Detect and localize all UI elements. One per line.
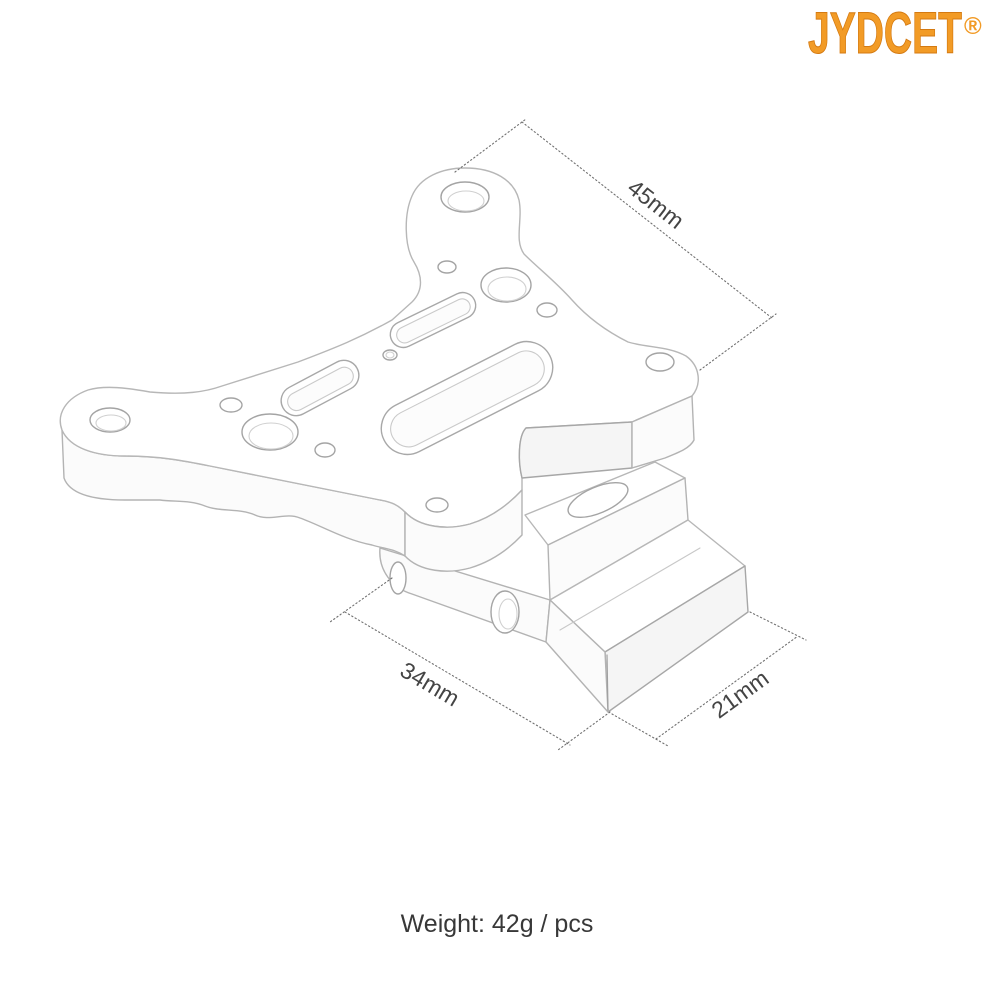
front-ear-hole	[425, 497, 449, 513]
right-ear-hole	[645, 352, 675, 372]
extension-line	[557, 711, 611, 751]
front-ear-side-face	[404, 489, 523, 572]
brand-logo-text: JYDCET	[808, 1, 962, 66]
threaded-hole-bore	[385, 351, 395, 359]
extension-line	[699, 313, 777, 371]
mounting-hole	[437, 260, 457, 274]
registered-mark: ®	[964, 13, 982, 40]
top-ear-hole	[440, 181, 490, 213]
block-surface-line	[559, 547, 701, 631]
mounting-hole-bore	[248, 422, 294, 450]
block-corner-edge	[606, 654, 609, 711]
mounting-hole-bore	[487, 276, 527, 302]
extension-line	[454, 118, 527, 173]
block-front-left-face	[545, 599, 609, 713]
slot-floor	[390, 350, 545, 448]
dimension-line	[344, 611, 571, 746]
right-ear-side-face	[631, 395, 695, 469]
weight-caption: Weight: 42g / pcs	[401, 910, 594, 938]
slot-floor	[396, 298, 471, 344]
mounting-hole	[219, 397, 243, 413]
plate-top-face	[59, 167, 699, 528]
part-drawing	[59, 167, 749, 713]
lower-block	[524, 461, 749, 713]
mounting-hole	[314, 442, 336, 458]
side-hole	[389, 561, 407, 595]
side-hole	[490, 590, 520, 634]
slot-small-lower	[280, 359, 360, 417]
left-ear-hole	[89, 407, 131, 433]
brand-logo: JYDCET ®	[808, 1, 983, 67]
extension-line	[329, 577, 393, 623]
slot-small-upper	[389, 291, 477, 349]
mounting-hole-large	[241, 413, 299, 451]
mounting-hole-large	[480, 267, 532, 303]
dimension-label-34mm: 34mm	[396, 657, 464, 712]
dimension-line	[521, 121, 773, 319]
left-ear-hole-bore	[95, 414, 127, 432]
extension-line	[749, 611, 807, 641]
extension-line	[611, 713, 669, 747]
plate-notch-wall	[518, 421, 633, 479]
slot-floor	[287, 366, 354, 412]
side-hole-bore	[498, 598, 518, 630]
dimension-label-21mm: 21mm	[707, 665, 774, 724]
slot-large	[380, 340, 554, 456]
dimension-label-45mm: 45mm	[623, 174, 689, 234]
block-hole	[567, 481, 629, 519]
mounting-hole	[536, 302, 558, 318]
top-ear-hole-bore	[447, 190, 485, 212]
